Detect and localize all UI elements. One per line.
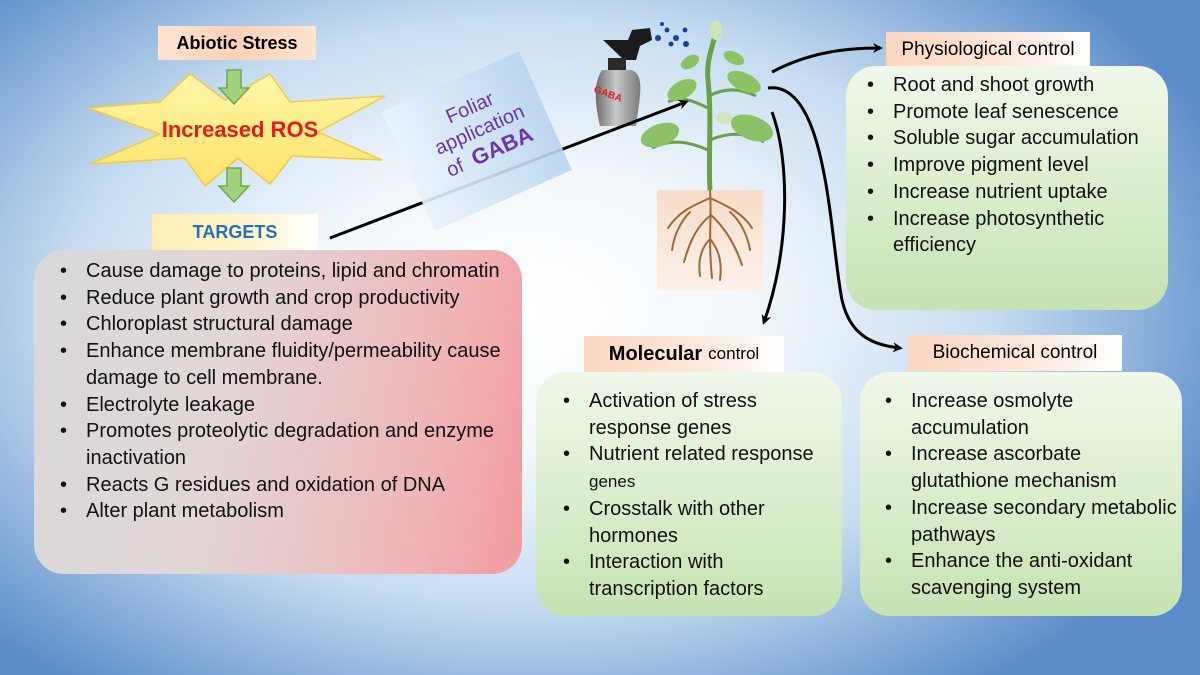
down-arrow-icon xyxy=(217,69,251,106)
plant-shoot xyxy=(640,20,774,191)
list-item: Reacts G residues and oxidation of DNA xyxy=(58,472,518,499)
list-item: Chloroplast structural damage xyxy=(58,311,518,338)
list-item: Interaction with transcription factors xyxy=(555,549,837,602)
arrow-to-physiological xyxy=(771,43,883,74)
molecular-list: Activation of stress response genes Nutr… xyxy=(555,388,837,603)
list-item: Reduce plant growth and crop productivit… xyxy=(58,285,518,312)
biochemical-list: Increase osmolyte accumulation Increase … xyxy=(877,388,1177,602)
list-item: Enhance the anti-oxidant scavenging syst… xyxy=(877,548,1177,601)
targets-label: TARGETS xyxy=(152,214,318,250)
list-item: Promote leaf senescence xyxy=(859,99,1159,126)
ros-starburst xyxy=(87,73,386,188)
list-item: Cause damage to proteins, lipid and chro… xyxy=(58,258,518,285)
list-item: Increase osmolyte accumulation xyxy=(877,388,1177,441)
list-item: Alter plant metabolism xyxy=(58,498,518,525)
list-item: Increase photosynthetic efficiency xyxy=(859,206,1159,259)
list-item: Activation of stress response genes xyxy=(555,388,837,441)
molecular-control-title: Molecular control xyxy=(584,336,784,372)
list-item: Nutrient related response genes xyxy=(555,441,837,495)
physiological-list: Root and shoot growth Promote leaf senes… xyxy=(859,72,1159,259)
molecular-title-rest: control xyxy=(708,344,760,363)
arrow-to-biochemical xyxy=(767,86,903,353)
list-item: Improve pigment level xyxy=(859,152,1159,179)
list-item: Soluble sugar accumulation xyxy=(859,125,1159,152)
list-item: Increase secondary metabolic pathways xyxy=(877,495,1177,548)
list-item-sub: genes xyxy=(589,472,636,492)
list-item: Enhance membrane fluidity/permeability c… xyxy=(58,338,518,391)
spray-bottle-icon: GABA xyxy=(592,28,652,126)
list-item: Increase nutrient uptake xyxy=(859,179,1159,206)
list-item: Root and shoot growth xyxy=(859,72,1159,99)
list-item: Electrolyte leakage xyxy=(58,392,518,419)
targets-list: Cause damage to proteins, lipid and chro… xyxy=(58,258,518,525)
down-arrow-icon xyxy=(217,167,251,204)
list-item: Promotes proteolytic degradation and enz… xyxy=(58,418,518,471)
plant-roots xyxy=(667,189,753,281)
list-item: Increase ascorbate glutathione mechanism xyxy=(877,441,1177,494)
spray-droplets xyxy=(655,22,689,47)
biochemical-control-title: Biochemical control xyxy=(908,335,1122,371)
physiological-control-title: Physiological control xyxy=(886,32,1090,68)
molecular-title-main: Molecular xyxy=(608,342,703,365)
abiotic-stress-label: Abiotic Stress xyxy=(158,26,316,60)
list-item-main: Nutrient related response xyxy=(589,443,814,466)
ros-label: Increased ROS xyxy=(161,117,319,142)
arrow-to-molecular xyxy=(761,111,787,325)
list-item: Crosstalk with other hormones xyxy=(555,496,837,549)
